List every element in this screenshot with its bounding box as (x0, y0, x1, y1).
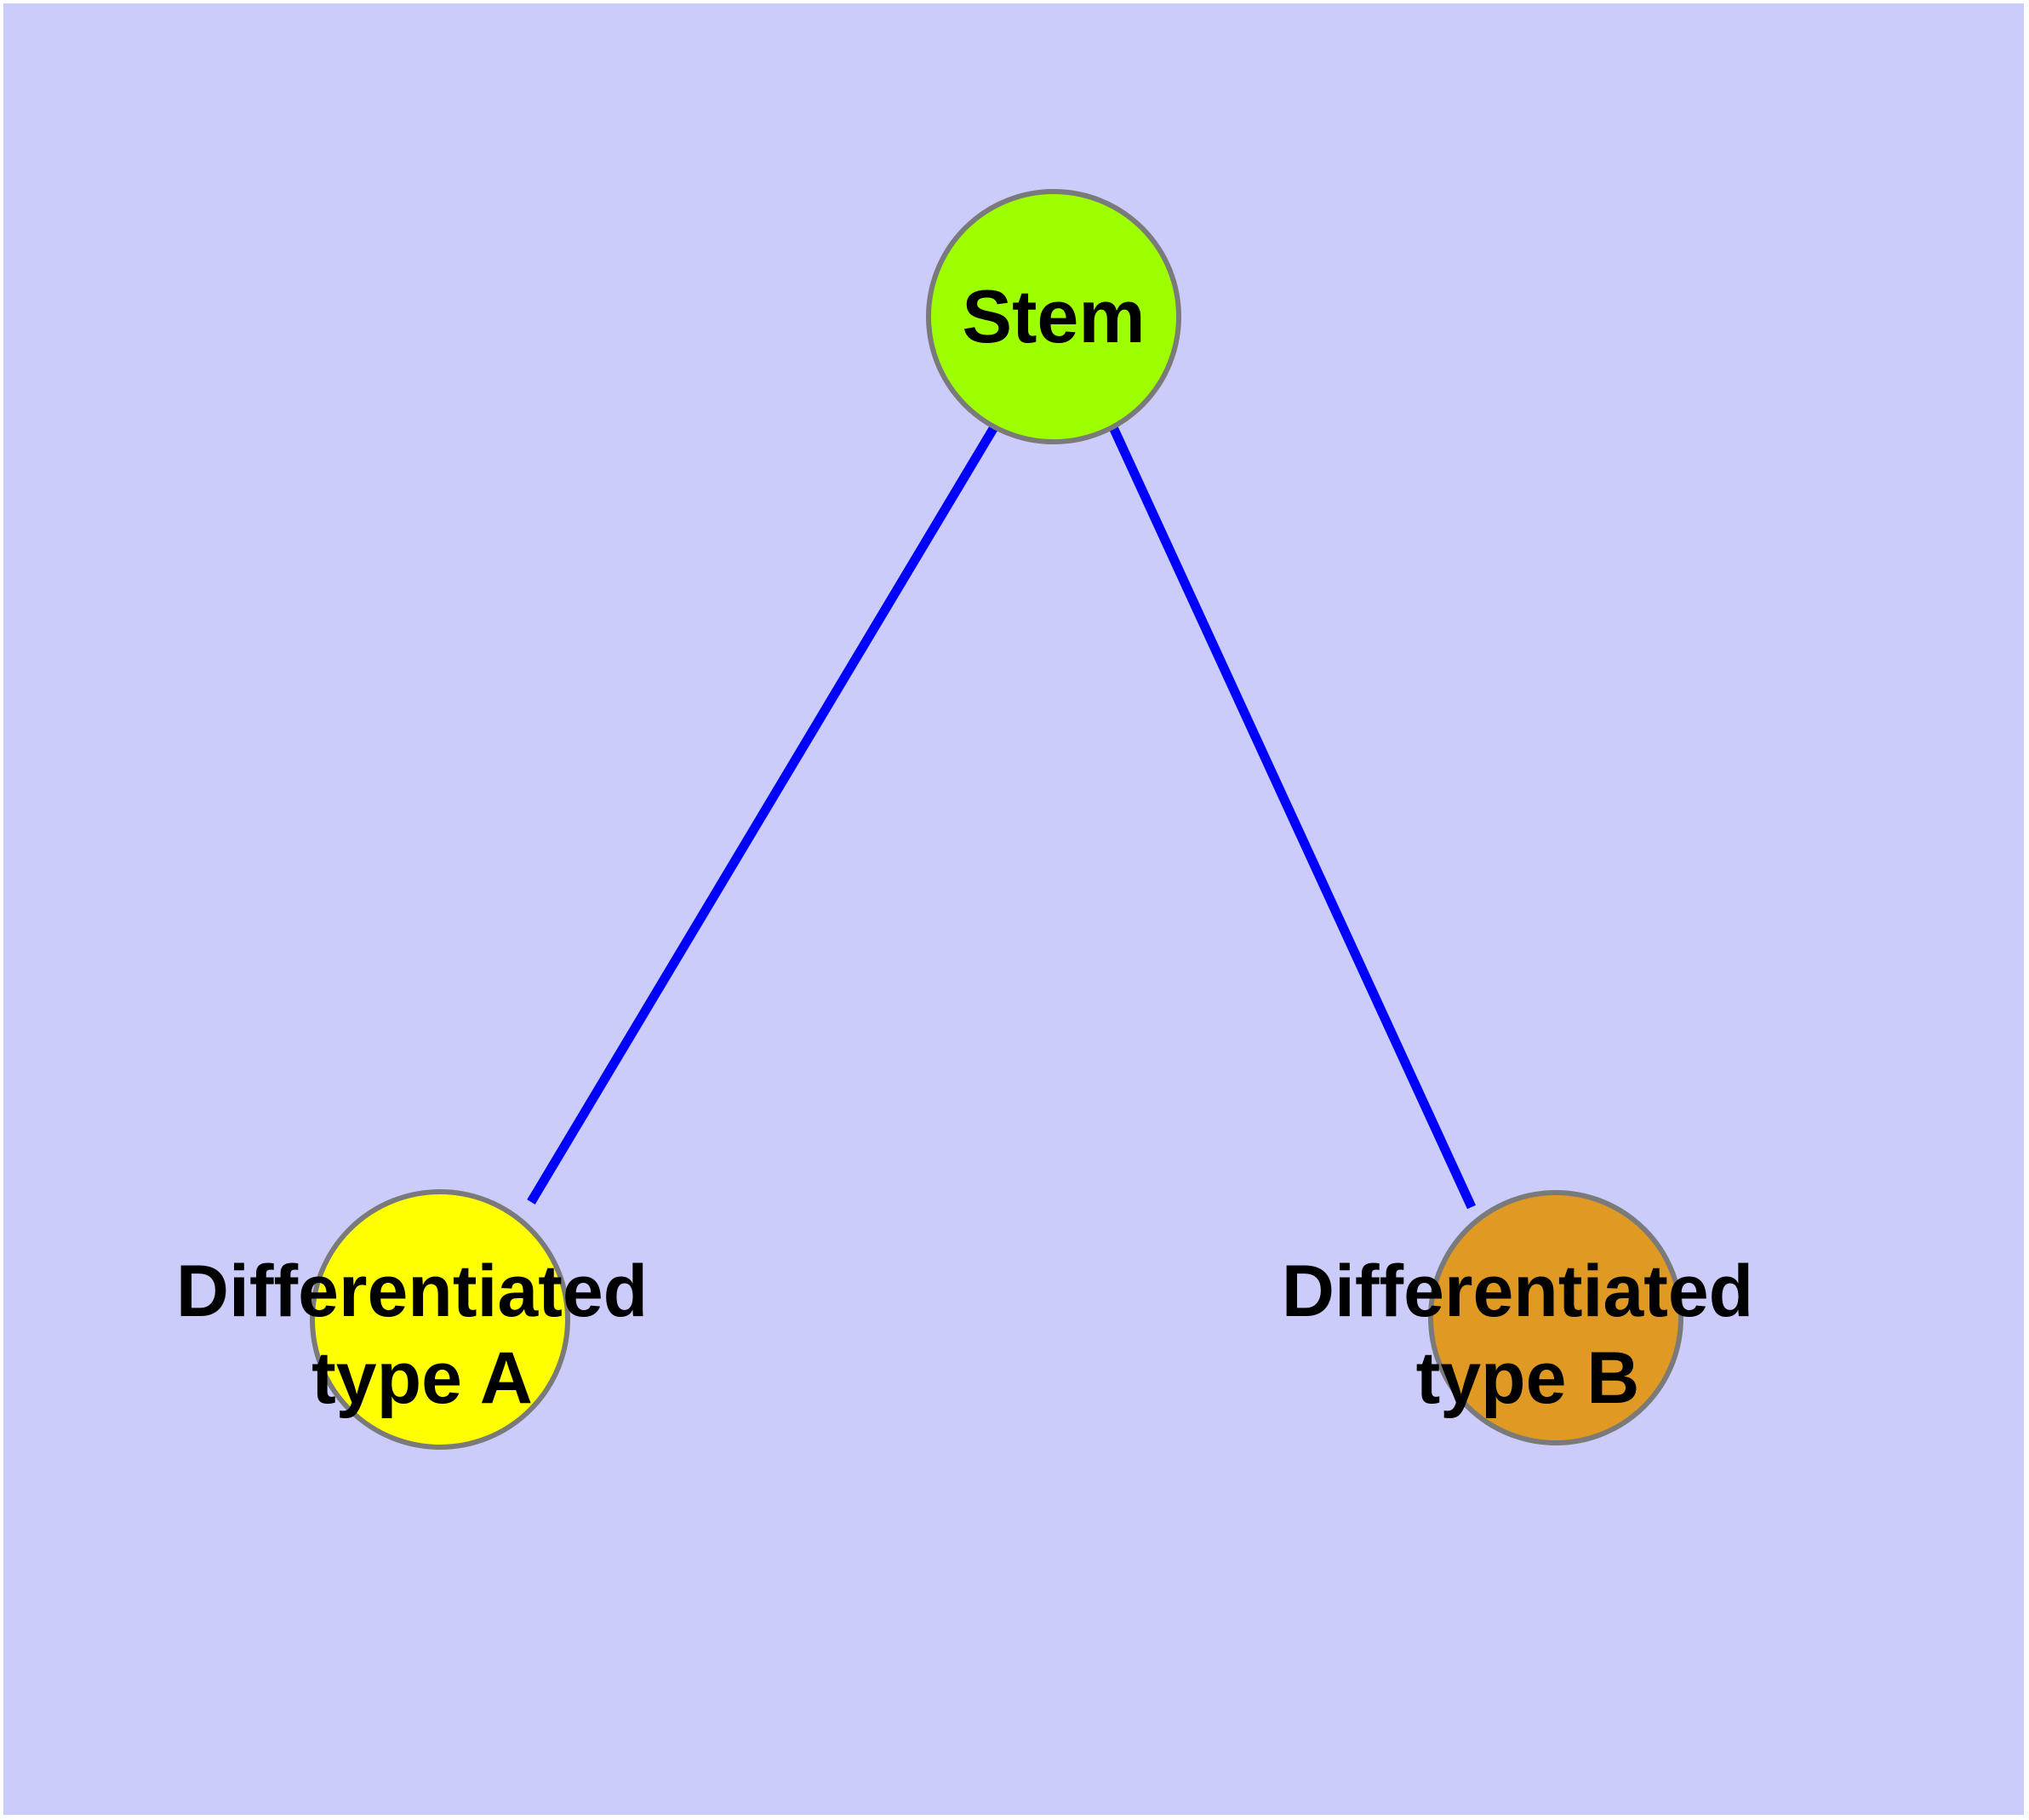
node-differentiated-type-a-label-line-2: type A (311, 1337, 533, 1419)
edge-stem-to-differentiated-type-b[interactable] (1109, 425, 1476, 1210)
node-differentiated-type-b-label: Differentiated type B (1282, 1251, 1774, 1419)
node-differentiated-type-b[interactable]: Differentiated type B (1282, 1190, 1774, 1445)
node-differentiated-type-b-circle[interactable] (1428, 1190, 1683, 1445)
nodes-layer: Stem Differentiated type A Differentiate… (176, 189, 1774, 1450)
edge-stem-to-differentiated-type-a[interactable] (527, 425, 998, 1205)
node-stem-label: Stem (962, 274, 1145, 358)
node-differentiated-type-a-label-line-1: Differentiated (176, 1251, 648, 1332)
node-differentiated-type-a-label: Differentiated type A (176, 1251, 668, 1419)
node-stem-circle[interactable] (926, 189, 1181, 444)
node-differentiated-type-b-label-line-2: type B (1416, 1337, 1640, 1419)
node-stem[interactable]: Stem (926, 189, 1181, 444)
node-differentiated-type-a-circle[interactable] (310, 1189, 570, 1450)
edges-layer (527, 425, 1476, 1210)
node-stem-label-line-1: Stem (962, 274, 1145, 358)
node-differentiated-type-b-label-line-1: Differentiated (1282, 1251, 1753, 1332)
node-differentiated-type-a[interactable]: Differentiated type A (176, 1189, 668, 1450)
